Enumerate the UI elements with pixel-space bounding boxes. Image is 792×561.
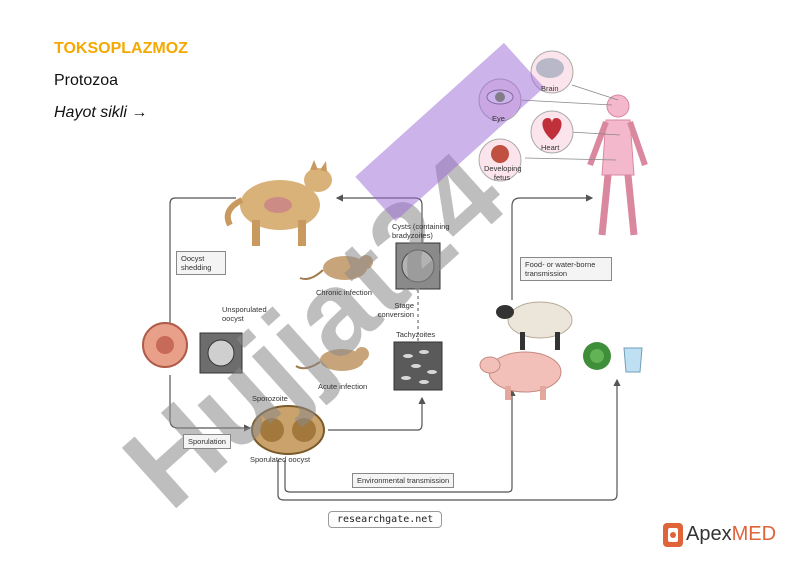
sporozoite-label: Sporozoite <box>252 394 288 403</box>
sheep-illustration <box>496 301 573 350</box>
cysts-label: Cysts (containing bradyzoites) <box>392 222 450 240</box>
pig-illustration <box>479 351 562 400</box>
chronic-infection-label: Chronic infection <box>316 288 372 297</box>
eye-label: Eye <box>492 114 505 123</box>
cat-illustration <box>224 160 332 246</box>
heart-label: Heart <box>541 143 560 152</box>
tachyzoites-label: Tachyzoites <box>396 330 436 339</box>
sporulated-oocyst <box>251 405 325 455</box>
acute-infection-label: Acute infection <box>318 382 368 391</box>
source-credit: researchgate.net <box>328 511 443 528</box>
arrow-cat-to-oocyst <box>166 197 236 337</box>
slide-title: TOKSOPLAZMOZ <box>54 40 188 57</box>
arrow-env-to-vegetables <box>277 378 621 501</box>
food-water-transmission-label: Food- or water-borne transmission <box>520 257 612 281</box>
fetus-label: Developing fetus <box>484 164 522 182</box>
water-glass-icon <box>623 347 643 373</box>
tachyzoite-micrograph <box>393 341 443 391</box>
human-figure <box>587 94 648 236</box>
life-cycle-label: Hayot sikli → <box>54 104 148 121</box>
arrow-oocyst-to-tachyzoites <box>328 396 426 431</box>
arrow-food-to-human <box>511 194 594 300</box>
oocyst-shedding-label: Oocyst shedding <box>176 251 226 275</box>
environmental-transmission-label: Environmental transmission <box>352 473 455 488</box>
brain-label: Brain <box>541 84 559 93</box>
mouse-chronic <box>299 255 373 280</box>
unsporulated-oocyst-label: Unsporulated oocyst <box>222 305 267 323</box>
apexmed-brand: ApexMED <box>686 523 777 545</box>
stage-conversion-label: Stage conversion <box>377 301 414 319</box>
arrow-sporulation <box>169 375 252 432</box>
sporulated-oocyst-label: Sporulated oocyst <box>250 455 311 464</box>
mouse-acute <box>295 347 369 371</box>
slide-subtitle: Protozoa <box>54 72 119 89</box>
arrow-env-to-animals <box>284 388 516 493</box>
sporulation-label: Sporulation <box>183 434 231 449</box>
